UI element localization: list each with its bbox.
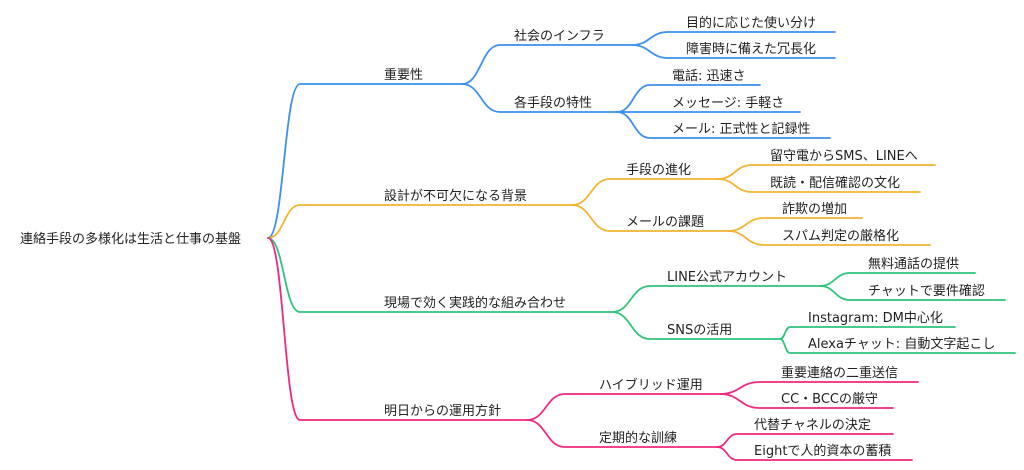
leaf-node[interactable]: 詐欺の増加 <box>782 201 847 217</box>
edge-root-to-topic <box>267 204 573 239</box>
leaf-node[interactable]: 目的に応じた使い分け <box>686 15 816 31</box>
topic-node[interactable]: 設計が不可欠になる背景 <box>384 188 527 204</box>
leaf-node[interactable]: Instagram: DM中心化 <box>808 311 943 326</box>
edge-subtopic-to-leaf <box>616 111 831 139</box>
leaf-node[interactable]: 障害時に備えた冗長化 <box>686 41 816 57</box>
edge-root-to-topic <box>267 237 613 313</box>
topic-node[interactable]: 現場で効く実践的な組み合わせ <box>384 295 566 311</box>
leaf-node[interactable]: Alexaチャット: 自動文字起こし <box>808 337 995 352</box>
edge-subtopic-to-leaf <box>717 178 921 193</box>
subtopic-node[interactable]: 定期的な訓練 <box>599 430 677 446</box>
edge-topic-to-subtopic <box>611 285 821 313</box>
leaf-node[interactable]: Eightで人的資本の蓄積 <box>754 443 891 459</box>
subtopic-node[interactable]: 各手段の特性 <box>514 95 592 111</box>
edges-layer <box>267 31 1016 461</box>
leaf-node[interactable]: メッセージ: 手軽さ <box>672 96 784 111</box>
edge-topic-to-subtopic <box>526 393 721 421</box>
edge-subtopic-to-leaf <box>727 230 931 246</box>
leaf-node[interactable]: スパム判定の厳格化 <box>782 228 899 244</box>
edge-root-to-topic <box>267 237 528 421</box>
topic-node[interactable]: 明日からの運用方針 <box>384 403 501 419</box>
leaf-node[interactable]: CC・BCCの厳守 <box>781 392 878 407</box>
leaf-node[interactable]: メール: 正式性と記録性 <box>672 121 811 137</box>
root-node[interactable]: 連絡手段の多様化は生活と仕事の基盤 <box>20 231 241 247</box>
edge-topic-to-subtopic <box>461 44 633 85</box>
leaf-node[interactable]: 重要連絡の二重送信 <box>781 365 898 381</box>
edge-subtopic-to-leaf <box>819 285 1006 301</box>
subtopic-node[interactable]: ハイブリッド運用 <box>599 377 703 393</box>
leaf-node[interactable]: 電話: 迅速さ <box>672 68 746 84</box>
subtopic-node[interactable]: 社会のインフラ <box>514 28 605 44</box>
edge-subtopic-to-leaf <box>631 44 836 59</box>
subtopic-node[interactable]: SNSの活用 <box>667 323 732 338</box>
leaf-node[interactable]: 既読・配信確認の文化 <box>770 175 900 191</box>
leaf-node[interactable]: 無料通話の提供 <box>868 256 959 272</box>
edge-subtopic-to-leaf <box>719 393 894 409</box>
leaf-node[interactable]: 代替チャネルの決定 <box>754 418 871 433</box>
edge-subtopic-to-leaf <box>779 338 1016 354</box>
topic-node[interactable]: 重要性 <box>384 67 423 83</box>
edge-subtopic-to-leaf <box>616 84 761 113</box>
leaf-node[interactable]: 留守電からSMS、LINEへ <box>770 149 918 164</box>
subtopic-node[interactable]: LINE公式アカウント <box>667 270 787 285</box>
edge-topic-to-subtopic <box>526 419 718 448</box>
edge-topic-to-subtopic <box>571 178 719 206</box>
subtopic-node[interactable]: 手段の進化 <box>626 163 691 178</box>
edge-root-to-topic <box>267 83 463 239</box>
edge-subtopic-to-leaf <box>716 446 913 461</box>
subtopic-node[interactable]: メールの課題 <box>626 214 704 230</box>
leaf-node[interactable]: チャットで要件確認 <box>868 283 985 299</box>
edge-topic-to-subtopic <box>611 311 781 340</box>
edge-topic-to-subtopic <box>461 83 618 113</box>
edge-topic-to-subtopic <box>571 204 729 232</box>
